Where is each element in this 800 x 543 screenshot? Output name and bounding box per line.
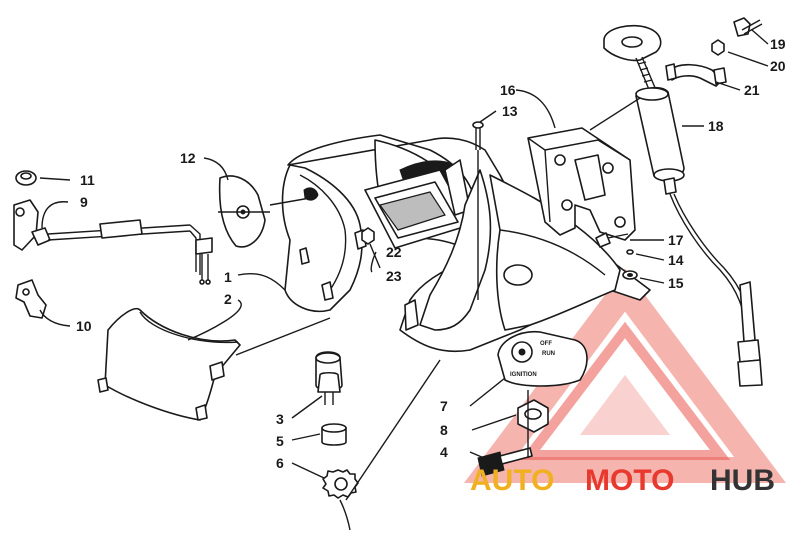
- callout-10: 10: [76, 318, 92, 334]
- callout-21: 21: [744, 82, 760, 98]
- callout-18: 18: [708, 118, 724, 134]
- nut-23: [361, 227, 375, 245]
- main-housing: [281, 134, 651, 353]
- callout-12: 12: [180, 150, 196, 166]
- callout-7: 7: [440, 398, 448, 414]
- cable-assembly: [13, 170, 213, 285]
- lever: [15, 279, 47, 319]
- callout-labels: 1 2 3 4 5 6 7 8 9 10 11 12 13 14 15 16 1…: [76, 36, 786, 471]
- watermark-moto: MOTO: [585, 464, 674, 497]
- watermark-text: AUTO MOTO HUB: [470, 464, 775, 497]
- callout-3: 3: [276, 411, 284, 427]
- callout-22: 22: [386, 244, 402, 260]
- callout-9: 9: [80, 194, 88, 210]
- callout-20: 20: [770, 58, 786, 74]
- callout-13: 13: [502, 103, 518, 119]
- callout-2: 2: [224, 291, 232, 307]
- switch-ignition-label: IGNITION: [510, 372, 537, 378]
- ignition-key: [477, 447, 533, 477]
- leader-lines: [39, 29, 769, 531]
- callout-17: 17: [668, 232, 684, 248]
- callout-23: 23: [386, 268, 402, 284]
- switch-run-label: RUN: [542, 351, 555, 357]
- switch-nut: [517, 399, 549, 433]
- callout-1: 1: [224, 269, 232, 285]
- callout-11: 11: [80, 172, 95, 188]
- callout-6: 6: [276, 455, 284, 471]
- grommet-stack: [315, 351, 359, 499]
- callout-5: 5: [276, 433, 284, 449]
- screw-17: [595, 232, 629, 248]
- callout-16: 16: [500, 82, 516, 98]
- lower-cover: [97, 308, 241, 421]
- primer-pump: [603, 17, 763, 387]
- callout-8: 8: [440, 422, 448, 438]
- callout-15: 15: [668, 275, 684, 291]
- switch-off-label: OFF: [540, 341, 552, 347]
- screw-13: [472, 121, 484, 150]
- mounting-bracket: [527, 127, 636, 241]
- callout-14: 14: [668, 252, 684, 268]
- callout-19: 19: [770, 36, 786, 52]
- watermark-hub: HUB: [710, 464, 775, 497]
- ignition-switch: OFF RUN IGNITION: [497, 330, 588, 387]
- washer-14: [626, 249, 634, 255]
- callout-4: 4: [440, 444, 448, 460]
- watermark-auto: AUTO: [470, 464, 554, 497]
- washer-15: [622, 270, 638, 280]
